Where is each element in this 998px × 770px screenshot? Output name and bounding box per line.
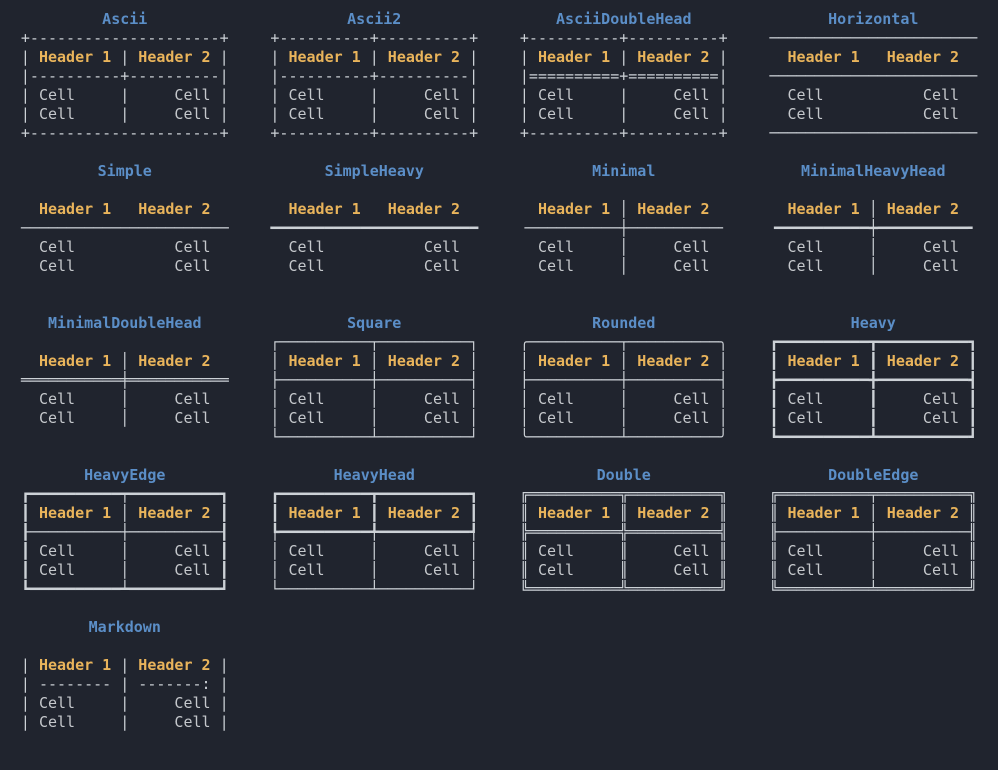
table-title: MinimalDoubleHead: [48, 314, 202, 333]
table-card-minimal: Minimal Header 1 │ Header 2 ╶──────────┼…: [499, 162, 749, 314]
table-card-ascii: Ascii +---------------------+ | Header 1…: [0, 10, 250, 162]
table-preview: +----------+----------+ | Header 1 | Hea…: [270, 29, 478, 143]
table-preview: ╔══════════╦══════════╗ ║ Header 1 ║ Hea…: [520, 485, 728, 599]
table-title: SimpleHeavy: [325, 162, 424, 181]
table-title: Ascii: [102, 10, 147, 29]
table-preview: Header 1 │ Header 2 ╺━━━━━━━━━━┿━━━━━━━━…: [769, 181, 977, 295]
table-preview: Header 1 Header 2 ──────────────────────…: [21, 181, 229, 295]
table-card-double: Double ╔══════════╦══════════╗ ║ Header …: [499, 466, 749, 618]
table-preview: Header 1 Header 2 ━━━━━━━━━━━━━━━━━━━━━━…: [270, 181, 478, 295]
table-preview: | Header 1 | Header 2 | | -------- | ---…: [21, 637, 229, 751]
table-preview: Header 1 │ Header 2 ═══════════╪════════…: [21, 333, 229, 447]
table-title: HeavyHead: [334, 466, 415, 485]
table-card-double-edge: DoubleEdge ╔══════════╤══════════╗ ║ Hea…: [749, 466, 998, 618]
table-title: Ascii2: [347, 10, 401, 29]
table-title: Double: [597, 466, 651, 485]
table-card-markdown: Markdown | Header 1 | Header 2 | | -----…: [0, 618, 250, 770]
table-preview: ┏━━━━━━━━━━┳━━━━━━━━━━┓ ┃ Header 1 ┃ Hea…: [769, 333, 977, 447]
table-title: MinimalHeavyHead: [801, 162, 946, 181]
table-title: Heavy: [851, 314, 896, 333]
table-card-minimal-double-head: MinimalDoubleHead Header 1 │ Header 2 ══…: [0, 314, 250, 466]
table-card-heavy: Heavy ┏━━━━━━━━━━┳━━━━━━━━━━┓ ┃ Header 1…: [749, 314, 998, 466]
table-card-heavy-head: HeavyHead ┏━━━━━━━━━━┳━━━━━━━━━━┓ ┃ Head…: [250, 466, 500, 618]
table-card-simple: Simple Header 1 Header 2 ───────────────…: [0, 162, 250, 314]
table-title: Markdown: [89, 618, 161, 637]
table-preview: +---------------------+ | Header 1 | Hea…: [21, 29, 229, 143]
table-card-square: Square ┌──────────┬──────────┐ │ Header …: [250, 314, 500, 466]
table-preview: +----------+----------+ | Header 1 | Hea…: [520, 29, 728, 143]
table-preview: ╭──────────┬──────────╮ │ Header 1 │ Hea…: [520, 333, 728, 447]
table-card-rounded: Rounded ╭──────────┬──────────╮ │ Header…: [499, 314, 749, 466]
table-card-ascii2: Ascii2 +----------+----------+ | Header …: [250, 10, 500, 162]
table-title: Minimal: [592, 162, 655, 181]
table-title: Horizontal: [828, 10, 918, 29]
table-title: Simple: [98, 162, 152, 181]
table-card-horizontal: Horizontal ─────────────────────── Heade…: [749, 10, 998, 162]
terminal-screen: { "colors": { "background": "#20242e", "…: [0, 0, 998, 751]
table-preview: ─────────────────────── Header 1 Header …: [769, 29, 977, 143]
table-preview: ┏━━━━━━━━━━┳━━━━━━━━━━┓ ┃ Header 1 ┃ Hea…: [270, 485, 478, 599]
table-preview: ┌──────────┬──────────┐ │ Header 1 │ Hea…: [270, 333, 478, 447]
table-title: Square: [347, 314, 401, 333]
table-card-ascii-double-head: AsciiDoubleHead +----------+----------+ …: [499, 10, 749, 162]
table-preview: ╔══════════╤══════════╗ ║ Header 1 │ Hea…: [769, 485, 977, 599]
table-title: AsciiDoubleHead: [556, 10, 691, 29]
table-title: DoubleEdge: [828, 466, 918, 485]
table-preview: Header 1 │ Header 2 ╶──────────┼────────…: [520, 181, 728, 295]
table-preview: ┏━━━━━━━━━━┯━━━━━━━━━━┓ ┃ Header 1 │ Hea…: [21, 485, 229, 599]
table-card-heavy-edge: HeavyEdge ┏━━━━━━━━━━┯━━━━━━━━━━┓ ┃ Head…: [0, 466, 250, 618]
table-title: HeavyEdge: [84, 466, 165, 485]
table-card-minimal-heavy-head: MinimalHeavyHead Header 1 │ Header 2 ╺━━…: [749, 162, 998, 314]
table-title: Rounded: [592, 314, 655, 333]
table-card-simple-heavy: SimpleHeavy Header 1 Header 2 ━━━━━━━━━━…: [250, 162, 500, 314]
